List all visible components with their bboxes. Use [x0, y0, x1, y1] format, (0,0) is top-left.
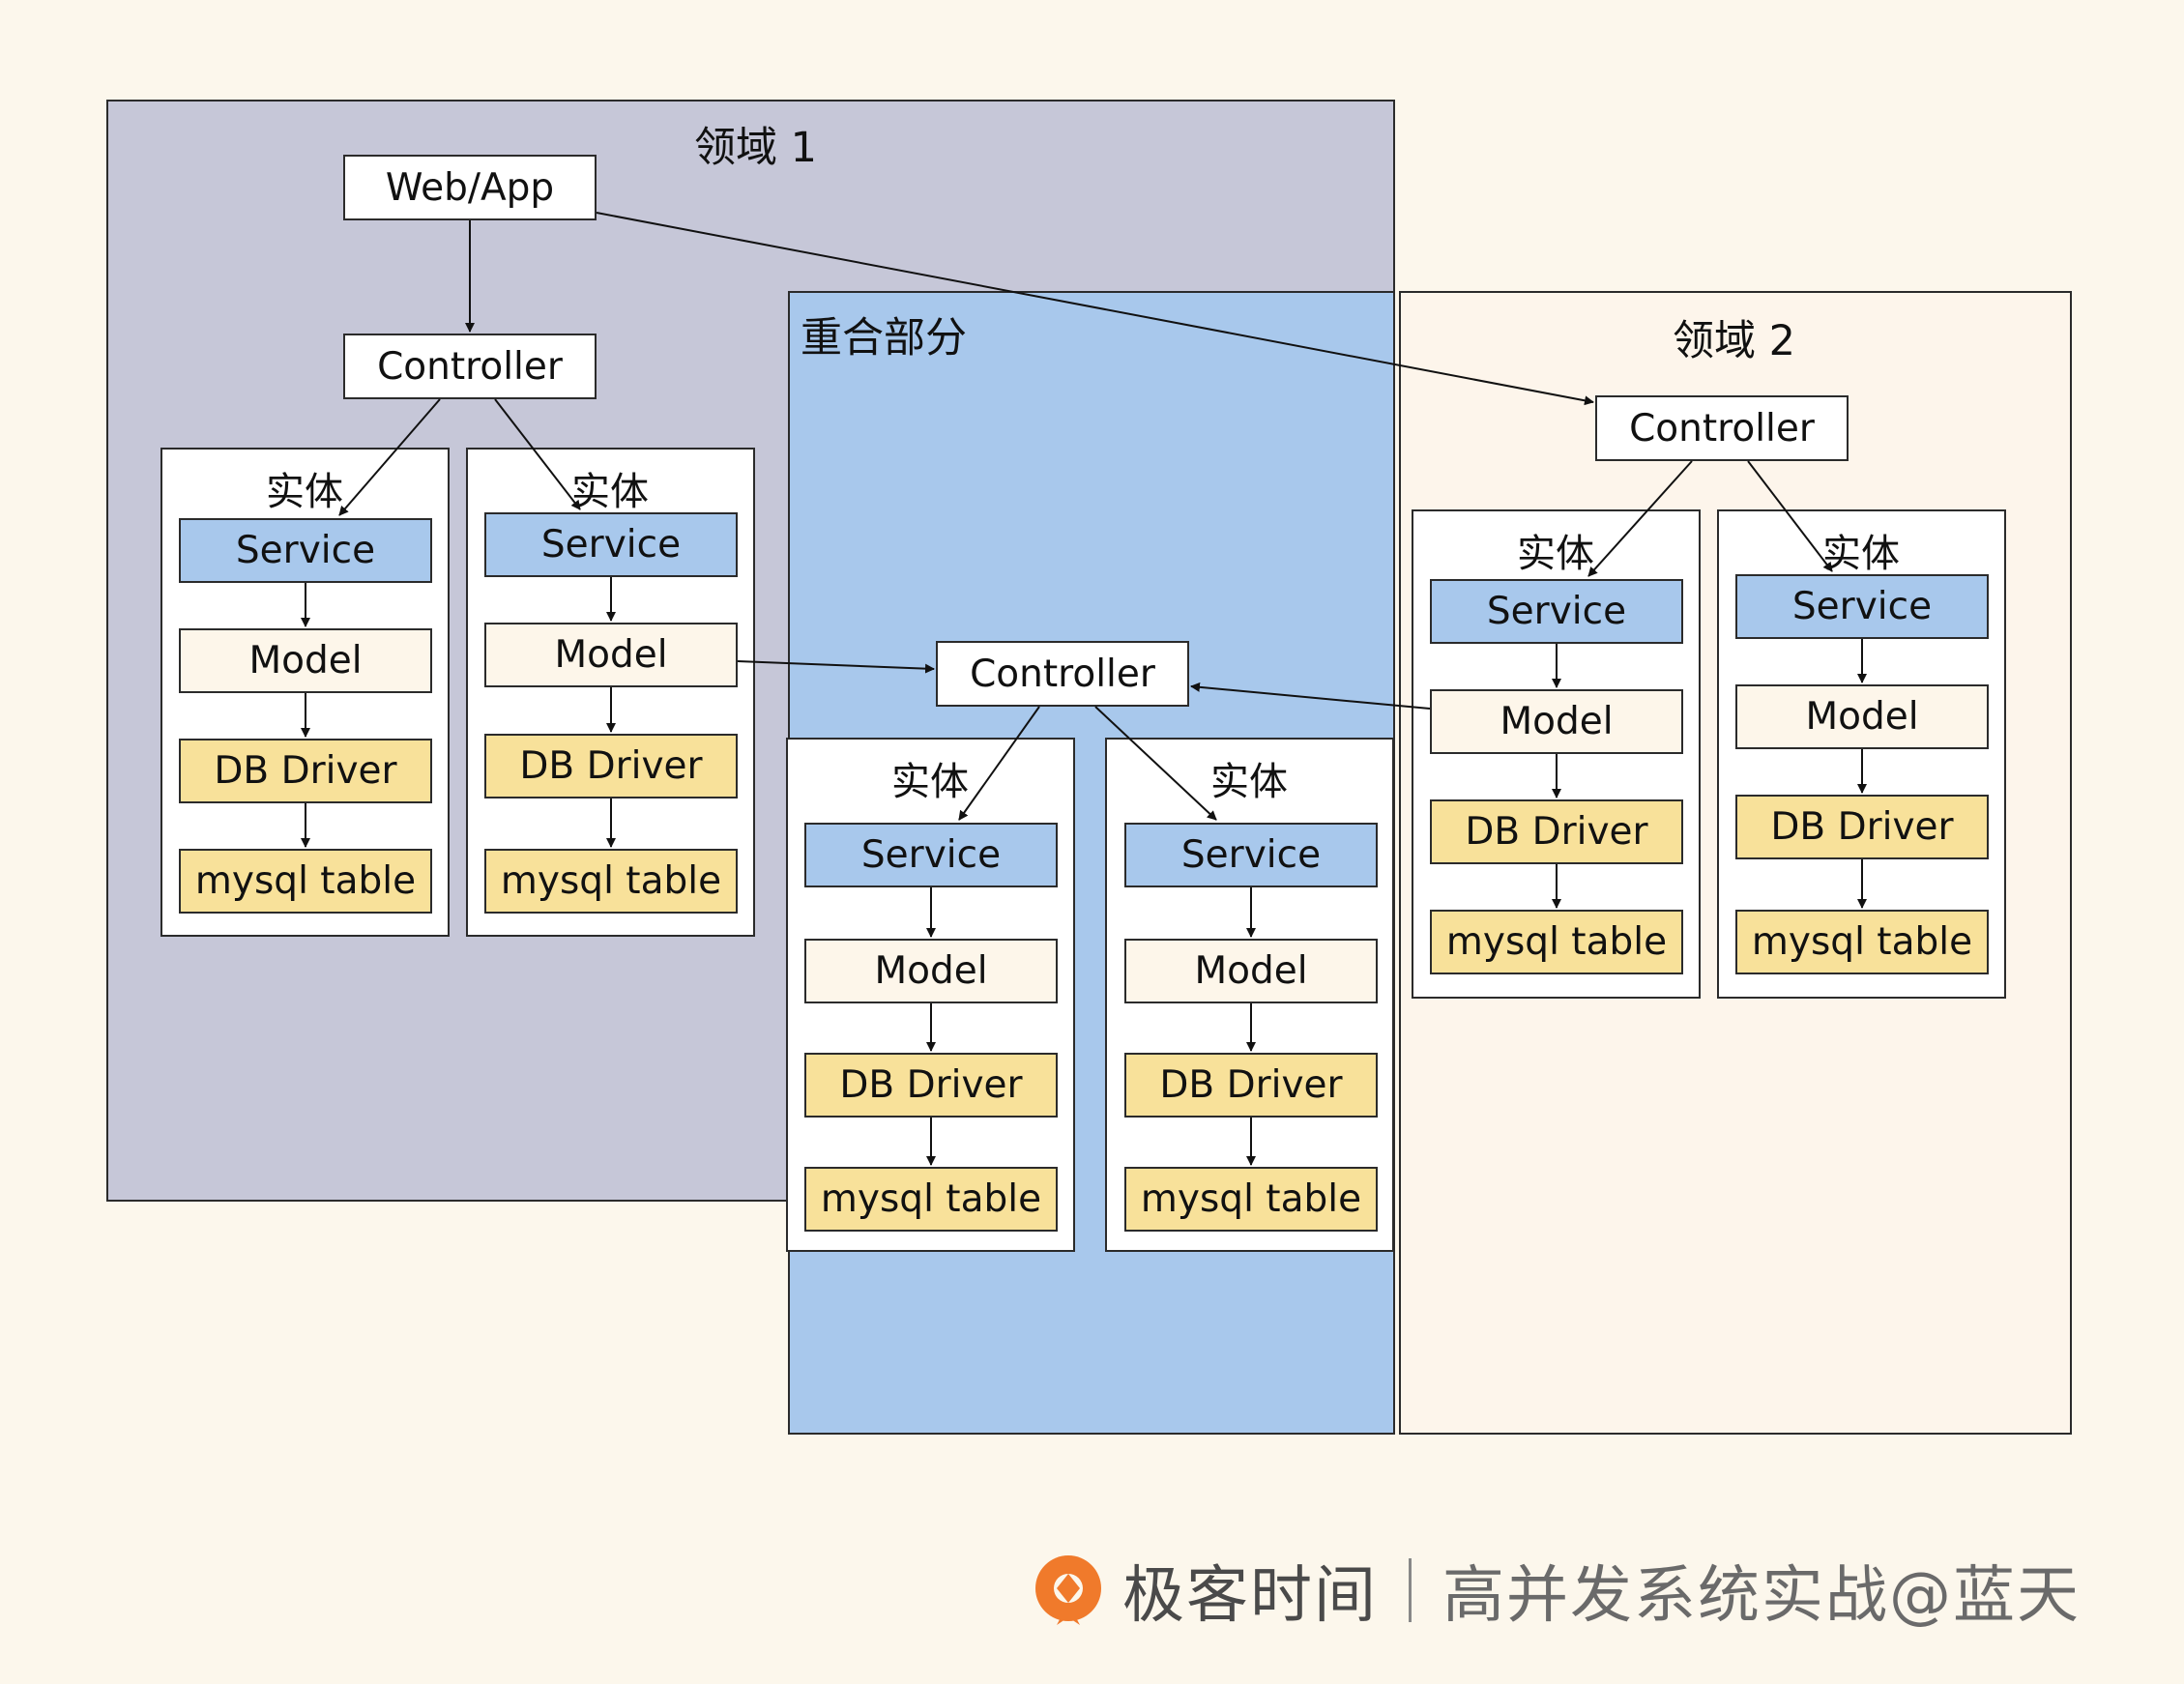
entity-label: 实体: [891, 760, 969, 804]
entity-label: 实体: [1822, 532, 1900, 576]
model-box: Model: [179, 628, 432, 693]
entity-label: 实体: [1517, 532, 1594, 576]
footer-watermark: 极客时间 高并发系统实战@蓝天: [1030, 1547, 2081, 1634]
mysql-table-box: mysql table: [484, 849, 738, 914]
mysql-table-box: mysql table: [804, 1167, 1058, 1232]
domain-1-controller: Controller: [343, 334, 597, 399]
model-box: Model: [1430, 689, 1683, 754]
db-driver-box: DB Driver: [1735, 795, 1989, 859]
overlap-controller: Controller: [936, 641, 1189, 707]
brand-name: 极客时间: [1122, 1560, 1378, 1632]
arrow-controller-to-entity-1: [338, 398, 441, 516]
domain-2-controller: Controller: [1595, 395, 1849, 461]
arrow-domain2-controller-to-entity-5: [1587, 460, 1693, 577]
mysql-table-box: mysql table: [1124, 1167, 1378, 1232]
domain-1-title: 领域 1: [694, 124, 818, 172]
course-name: 高并发系统实战@蓝天: [1442, 1560, 2081, 1632]
db-driver-box: DB Driver: [179, 739, 432, 803]
entity-label: 实体: [266, 470, 343, 514]
webapp-node: Web/App: [343, 155, 597, 220]
service-box: Service: [1735, 574, 1989, 639]
arrow-domain2-controller-to-entity-6: [1747, 460, 1833, 572]
geektime-logo-icon: [1030, 1552, 1107, 1629]
service-box: Service: [179, 518, 432, 583]
mysql-table-box: mysql table: [1430, 910, 1683, 974]
entity-label: 实体: [571, 470, 649, 514]
model-box: Model: [1735, 684, 1989, 749]
db-driver-box: DB Driver: [1430, 799, 1683, 864]
entity-label: 实体: [1210, 760, 1288, 804]
arrow-overlap-controller-to-entity-4: [1094, 706, 1217, 821]
service-box: Service: [1430, 579, 1683, 644]
footer-divider: [1409, 1558, 1412, 1622]
service-box: Service: [484, 512, 738, 577]
db-driver-box: DB Driver: [1124, 1053, 1378, 1118]
db-driver-box: DB Driver: [484, 734, 738, 798]
service-box: Service: [804, 823, 1058, 887]
db-driver-box: DB Driver: [804, 1053, 1058, 1118]
arrow-webapp-to-domain2-controller: [596, 212, 1594, 406]
model-box: Model: [484, 623, 738, 687]
model-box: Model: [1124, 939, 1378, 1003]
arrow-domain2-model-to-overlap-controller: [1190, 682, 1431, 710]
arrow-overlap-controller-to-entity-3: [958, 706, 1040, 821]
mysql-table-box: mysql table: [179, 849, 432, 914]
service-box: Service: [1124, 823, 1378, 887]
model-box: Model: [804, 939, 1058, 1003]
mysql-table-box: mysql table: [1735, 910, 1989, 974]
arrow-controller-to-entity-2: [494, 398, 581, 510]
overlap-title: 重合部分: [801, 314, 967, 363]
domain-2-title: 领域 2: [1673, 317, 1796, 365]
arrow-model-to-overlap-controller: [737, 660, 935, 674]
